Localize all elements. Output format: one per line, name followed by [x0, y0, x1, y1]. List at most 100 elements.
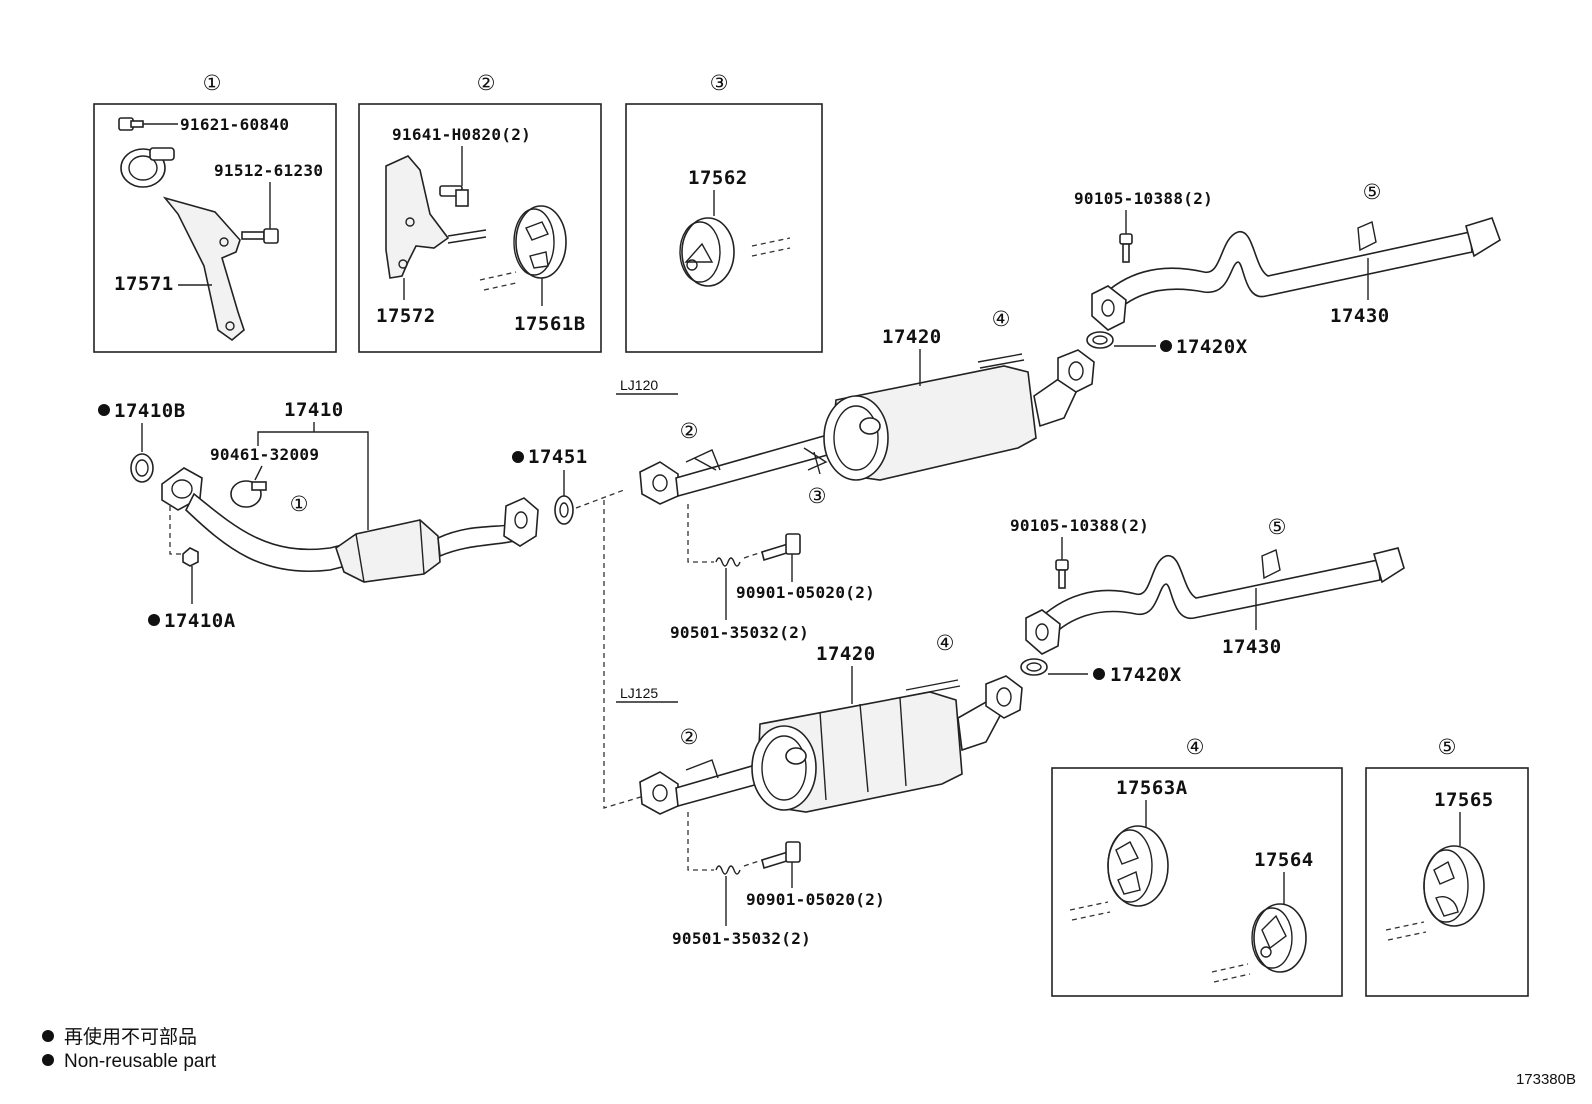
part-17564: 17564	[1254, 849, 1314, 871]
part-17563a: 17563A	[1116, 777, 1188, 799]
part-17572: 17572	[376, 305, 436, 327]
inset-box-3: ③ 17562	[625, 71, 823, 353]
flange-icon	[639, 461, 679, 505]
flange-icon	[1025, 609, 1061, 655]
legend-english: Non-reusable part	[64, 1051, 217, 1072]
part-90901-05020: 90901-05020(2)	[746, 890, 885, 909]
clamp-marker: ①	[290, 492, 309, 516]
upper-assembly: LJ120 ② ③ 17420 ④ 90901-0502	[616, 180, 1501, 642]
part-17420x: 17420X	[1176, 336, 1248, 358]
part-90105-10388: 90105-10388(2)	[1010, 516, 1149, 535]
part-17420: 17420	[816, 643, 876, 665]
bolt-icon	[241, 228, 279, 244]
box5-frame	[1365, 767, 1529, 997]
part-90105-10388: 90105-10388(2)	[1074, 189, 1213, 208]
part-17410b: 17410B	[114, 400, 186, 422]
part-17561b: 17561B	[514, 313, 586, 335]
flange-icon	[985, 675, 1023, 719]
box1-frame	[93, 103, 337, 353]
pipe-icon	[185, 492, 347, 572]
flange-icon	[639, 771, 679, 815]
part-17571: 17571	[114, 273, 174, 295]
box5-marker: ⑤	[1438, 735, 1457, 759]
gasket-icon	[1020, 658, 1048, 676]
bracket-icon	[162, 196, 245, 342]
part-90901-05020: 90901-05020(2)	[736, 583, 875, 602]
muffler-marker: ④	[936, 631, 955, 655]
hanger-marker: ②	[680, 725, 699, 749]
pipe-icon	[1033, 377, 1080, 428]
reference-code: 173380B	[1516, 1071, 1576, 1088]
nonreusable-marker	[1160, 340, 1172, 352]
tail-pipe-icon	[1034, 555, 1381, 642]
clamp-icon	[120, 147, 175, 188]
nonreusable-marker	[512, 451, 524, 463]
bolt-icon	[439, 185, 469, 207]
part-91512-61230: 91512-61230	[214, 161, 323, 180]
part-17410: 17410	[284, 399, 344, 421]
hanger-marker: ③	[808, 484, 827, 508]
spring-icon	[715, 865, 741, 875]
inset-box-4: ④ 17563A 17564	[1051, 735, 1343, 997]
spring-icon	[715, 557, 741, 567]
variant-label-lower: LJ125	[620, 685, 658, 701]
part-17410a: 17410A	[164, 610, 236, 632]
lower-assembly: LJ125 ② 17420 ④ 90901-05020(2) 90501-3	[616, 515, 1405, 948]
nonreusable-marker	[1093, 668, 1105, 680]
bolt-icon	[761, 533, 801, 562]
part-17562: 17562	[688, 167, 748, 189]
box4-frame	[1051, 767, 1343, 997]
nonreusable-marker	[98, 404, 110, 416]
part-17565: 17565	[1434, 789, 1494, 811]
box2-marker: ②	[477, 71, 496, 95]
nonreusable-marker	[148, 614, 160, 626]
rubber-hanger-icon	[1423, 845, 1485, 927]
part-91621-60840: 91621-60840	[180, 115, 289, 134]
tail-marker: ⑤	[1363, 180, 1382, 204]
front-pipe-assembly: 17410B 17410 90461-32009 ① 17410A	[98, 399, 645, 809]
bolt-icon	[1055, 559, 1069, 589]
part-17430: 17430	[1222, 636, 1282, 658]
bolt-icon	[1119, 233, 1133, 263]
legend: 再使用不可部品 Non-reusable part	[42, 1026, 217, 1072]
legend-japanese: 再使用不可部品	[64, 1026, 197, 1048]
box2-frame	[358, 103, 602, 353]
hanger-marker: ②	[680, 419, 699, 443]
box3-marker: ③	[710, 71, 729, 95]
box4-marker: ④	[1186, 735, 1205, 759]
rubber-hanger-icon	[513, 205, 567, 279]
flange-icon	[503, 497, 539, 547]
pipe-icon	[957, 701, 1004, 752]
tail-marker: ⑤	[1268, 515, 1287, 539]
nonreusable-marker	[42, 1054, 54, 1066]
rubber-hanger-icon	[1251, 903, 1307, 973]
flange-icon	[1057, 349, 1095, 393]
muffler-marker: ④	[992, 307, 1011, 331]
inset-box-5: ⑤ 17565	[1365, 735, 1529, 997]
part-17451: 17451	[528, 446, 588, 468]
part-17420x: 17420X	[1110, 664, 1182, 686]
nut-icon	[182, 547, 199, 567]
rubber-hanger-icon	[1107, 825, 1169, 907]
part-90501-35032: 90501-35032(2)	[672, 929, 811, 948]
tail-pipe-icon	[1098, 231, 1473, 318]
box1-marker: ①	[203, 71, 222, 95]
bolt-icon	[761, 841, 801, 870]
inset-box-2: ② 91641-H0820(2) 17572 17561B	[358, 71, 602, 353]
part-90501-35032: 90501-35032(2)	[670, 623, 809, 642]
flange-icon	[1091, 285, 1127, 331]
nonreusable-marker	[42, 1030, 54, 1042]
part-90461-32009: 90461-32009	[210, 445, 319, 464]
clamp-icon	[230, 480, 267, 508]
gasket-icon	[554, 495, 574, 525]
gasket-icon	[1086, 331, 1114, 349]
variant-label-upper: LJ120	[620, 377, 658, 393]
part-17420: 17420	[882, 326, 942, 348]
rubber-hanger-icon	[679, 217, 735, 287]
gasket-icon	[130, 453, 154, 483]
bolt-icon	[118, 117, 144, 131]
part-91641-h0820: 91641-H0820(2)	[392, 125, 531, 144]
part-17430: 17430	[1330, 305, 1390, 327]
